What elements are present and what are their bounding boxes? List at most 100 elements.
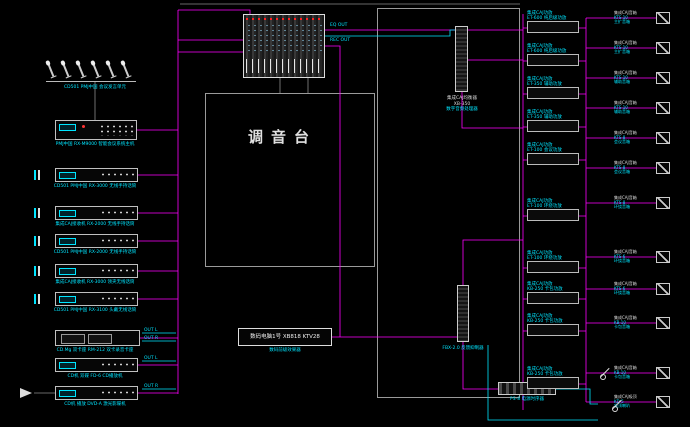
speaker-box-icon (656, 251, 670, 263)
device-feedback-suppressor (457, 285, 469, 342)
knobs (99, 268, 134, 274)
cassette-window (61, 334, 85, 344)
device-wireless-receiver-1 (55, 168, 138, 182)
amp-box (527, 120, 579, 132)
mixer-title: 调音台 (248, 128, 318, 146)
device-wireless-receiver-2 (55, 206, 138, 220)
feedback-label: FBX-2.0 反馈抑制器 (442, 346, 484, 351)
amp-box (527, 87, 579, 99)
knobs (99, 210, 134, 216)
amp-box (527, 261, 579, 273)
device-cd-player (55, 358, 138, 372)
speaker-box-icon (656, 72, 670, 84)
knobs (99, 362, 134, 368)
amp-box (527, 324, 579, 336)
device-label: CD.Mg 双卡座 RM-212 双卡录音卡座 (56, 348, 134, 353)
device-label: CD机 双碟 FD-6 CD播放机 (67, 374, 123, 379)
connector-icon (34, 294, 41, 304)
equalizer-label: 集成CAJ均衡器 XB-350 数字音频处理器 (446, 96, 478, 112)
mixer-graphic (243, 14, 325, 78)
speaker-box-icon (656, 162, 670, 174)
amp-box (527, 292, 579, 304)
cassette-window (88, 334, 112, 344)
device-ktv-controller: 数码电脑1号 XB818 KTV28 (238, 328, 332, 346)
mic-array-label: CD501 PMJ中国 会议发言单元 (64, 85, 126, 90)
connector-icon (34, 170, 41, 180)
connector-icon (34, 266, 41, 276)
speaker-box-icon (656, 283, 670, 295)
mixer-out-label-2: REC OUT (330, 38, 351, 43)
magenta-wires (137, 9, 656, 410)
zone-rect-rack (377, 8, 520, 398)
amp-box (527, 209, 579, 221)
speaker-box-icon (656, 102, 670, 114)
port-label: OUT R (144, 336, 159, 341)
device-conference-host (55, 120, 137, 140)
device-label: CD机 播放 DVD-A 激光影碟机 (64, 402, 126, 407)
device-cassette-deck (55, 330, 140, 346)
knobs (99, 238, 134, 244)
device-wireless-receiver-4 (55, 264, 138, 278)
gray-wires (34, 3, 520, 394)
knobs (99, 390, 134, 396)
speaker-box-icon (656, 367, 670, 379)
device-wireless-receiver-3 (55, 234, 138, 248)
sequencer-label: PS-8 电源时序器 (510, 397, 544, 402)
device-dvd-player (55, 386, 138, 400)
amp-box (527, 54, 579, 66)
port-label: OUT R (144, 384, 159, 389)
knobs (99, 296, 134, 302)
device-label: CD501 PMJ中国 RX-3000 无线手持话筒 (53, 184, 137, 189)
cyan-wires (142, 29, 598, 421)
port-label: OUT L (144, 328, 158, 333)
amp-box (527, 377, 579, 389)
mixer-knob-field (246, 23, 322, 53)
device-wireless-receiver-5 (55, 292, 138, 306)
port-label: OUT L (144, 356, 158, 361)
speaker-box-icon (656, 197, 670, 209)
knobs (99, 172, 134, 178)
antenna-icon (598, 368, 610, 380)
zone-rect-mixer (205, 93, 375, 267)
connector-icon (34, 208, 41, 218)
amp-box (527, 21, 579, 33)
controller-sub-label: 数码前级效果器 (269, 348, 301, 353)
connector-icon (34, 236, 41, 246)
speaker-box-icon (656, 396, 670, 408)
device-label: CD501 PMJ中国 RX-3100 头戴无线话筒 (53, 308, 137, 313)
speaker-box-icon (656, 12, 670, 24)
device-label: CD501 PMJ中国 RX-2000 无线手持话筒 (53, 250, 137, 255)
speaker-box-icon (656, 317, 670, 329)
